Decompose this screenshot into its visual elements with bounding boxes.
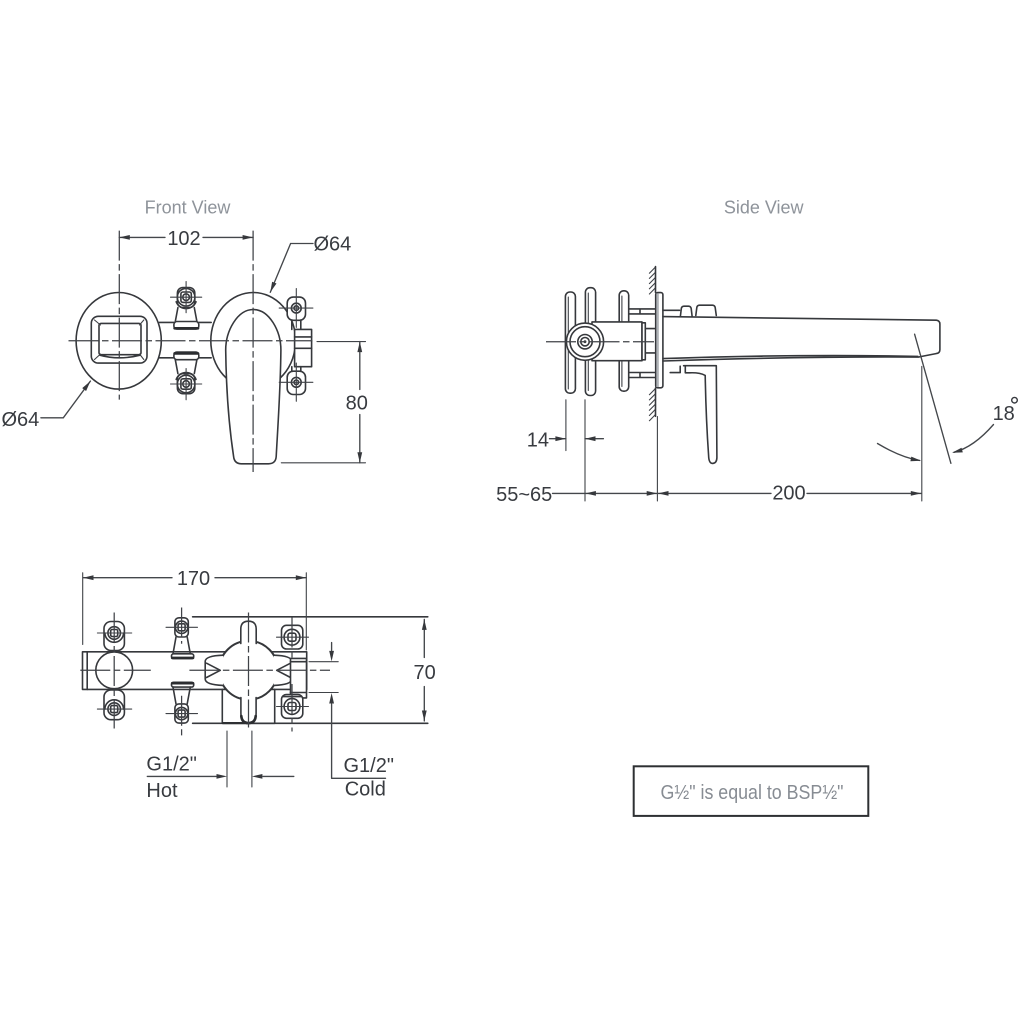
svg-text:70: 70 [413, 662, 435, 684]
svg-text:18: 18 [993, 403, 1015, 425]
svg-text:G1/2": G1/2" [344, 755, 394, 777]
svg-text:Cold: Cold [345, 779, 386, 801]
svg-text:Front View: Front View [145, 198, 232, 218]
svg-text:Ø64: Ø64 [2, 409, 40, 431]
svg-text:Hot: Hot [146, 780, 178, 802]
svg-text:200: 200 [772, 482, 805, 504]
svg-text:170: 170 [177, 568, 210, 590]
svg-text:102: 102 [167, 228, 200, 250]
svg-text:Side View: Side View [724, 198, 805, 218]
svg-text:G½" is equal to BSP½": G½" is equal to BSP½" [661, 782, 844, 804]
svg-text:G1/2": G1/2" [146, 754, 196, 776]
svg-text:55~65: 55~65 [496, 484, 552, 506]
svg-text:Ø64: Ø64 [314, 234, 352, 256]
svg-text:80: 80 [346, 393, 368, 415]
svg-text:14: 14 [527, 430, 549, 452]
